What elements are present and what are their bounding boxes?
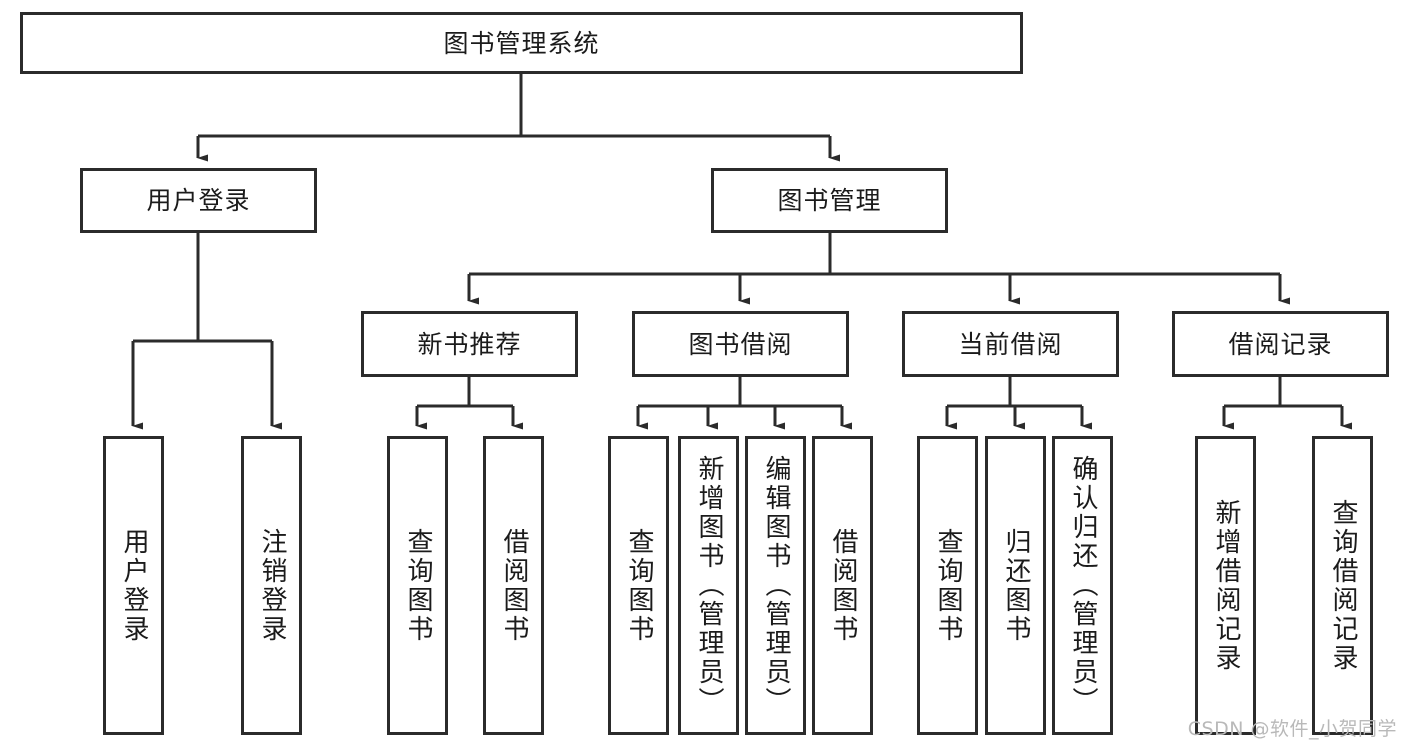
leaf-label: 借阅图书 [499, 527, 530, 644]
node-label: 用户登录 [146, 186, 251, 215]
leaf-label: 查询图书 [624, 527, 655, 644]
leaf-add-borrow-record[interactable]: 新增借阅记录 [1195, 436, 1256, 735]
leaf-user-login[interactable]: 用户登录 [103, 436, 164, 735]
node-book-manage[interactable]: 图书管理 [711, 168, 948, 233]
leaf-label: 新增借阅记录 [1211, 498, 1242, 673]
node-label: 当前借阅 [958, 329, 1063, 359]
leaf-borrow-book[interactable]: 借阅图书 [812, 436, 873, 735]
node-book-borrow[interactable]: 图书借阅 [632, 311, 849, 377]
leaf-borrow-book-recommend[interactable]: 借阅图书 [483, 436, 544, 735]
leaf-query-borrow-record[interactable]: 查询借阅记录 [1312, 436, 1373, 735]
leaf-logout[interactable]: 注销登录 [241, 436, 302, 735]
leaf-label: 注销登录 [257, 527, 288, 644]
leaf-confirm-return[interactable]: 确认归还（管理员） [1052, 436, 1113, 735]
leaf-query-book-current[interactable]: 查询图书 [917, 436, 978, 735]
node-label: 图书管理系统 [443, 28, 600, 58]
leaf-add-book[interactable]: 新增图书（管理员） [678, 436, 739, 735]
leaf-label: 用户登录 [119, 527, 150, 644]
node-borrow-record[interactable]: 借阅记录 [1172, 311, 1389, 377]
node-label: 图书借阅 [688, 329, 793, 359]
csdn-watermark: CSDN @软件_小贺同学 [1187, 718, 1397, 740]
node-new-book-recommend[interactable]: 新书推荐 [361, 311, 578, 377]
node-label: 借阅记录 [1228, 329, 1333, 359]
leaf-return-book[interactable]: 归还图书 [985, 436, 1046, 735]
node-label: 新书推荐 [417, 329, 522, 359]
leaf-label: 新增图书（管理员） [694, 455, 725, 716]
node-label: 图书管理 [777, 186, 882, 215]
leaf-label: 归还图书 [1001, 527, 1032, 644]
leaf-label: 编辑图书（管理员） [761, 455, 792, 716]
leaf-label: 查询图书 [403, 527, 434, 644]
node-root-system[interactable]: 图书管理系统 [20, 12, 1023, 74]
leaf-query-book-borrow[interactable]: 查询图书 [608, 436, 669, 735]
leaf-label: 借阅图书 [828, 527, 859, 644]
leaf-label: 确认归还（管理员） [1068, 455, 1099, 716]
leaf-query-book-recommend[interactable]: 查询图书 [387, 436, 448, 735]
leaf-label: 查询图书 [933, 527, 964, 644]
node-user-login[interactable]: 用户登录 [80, 168, 317, 233]
leaf-label: 查询借阅记录 [1328, 498, 1359, 673]
node-current-borrow[interactable]: 当前借阅 [902, 311, 1119, 377]
leaf-edit-book[interactable]: 编辑图书（管理员） [745, 436, 806, 735]
